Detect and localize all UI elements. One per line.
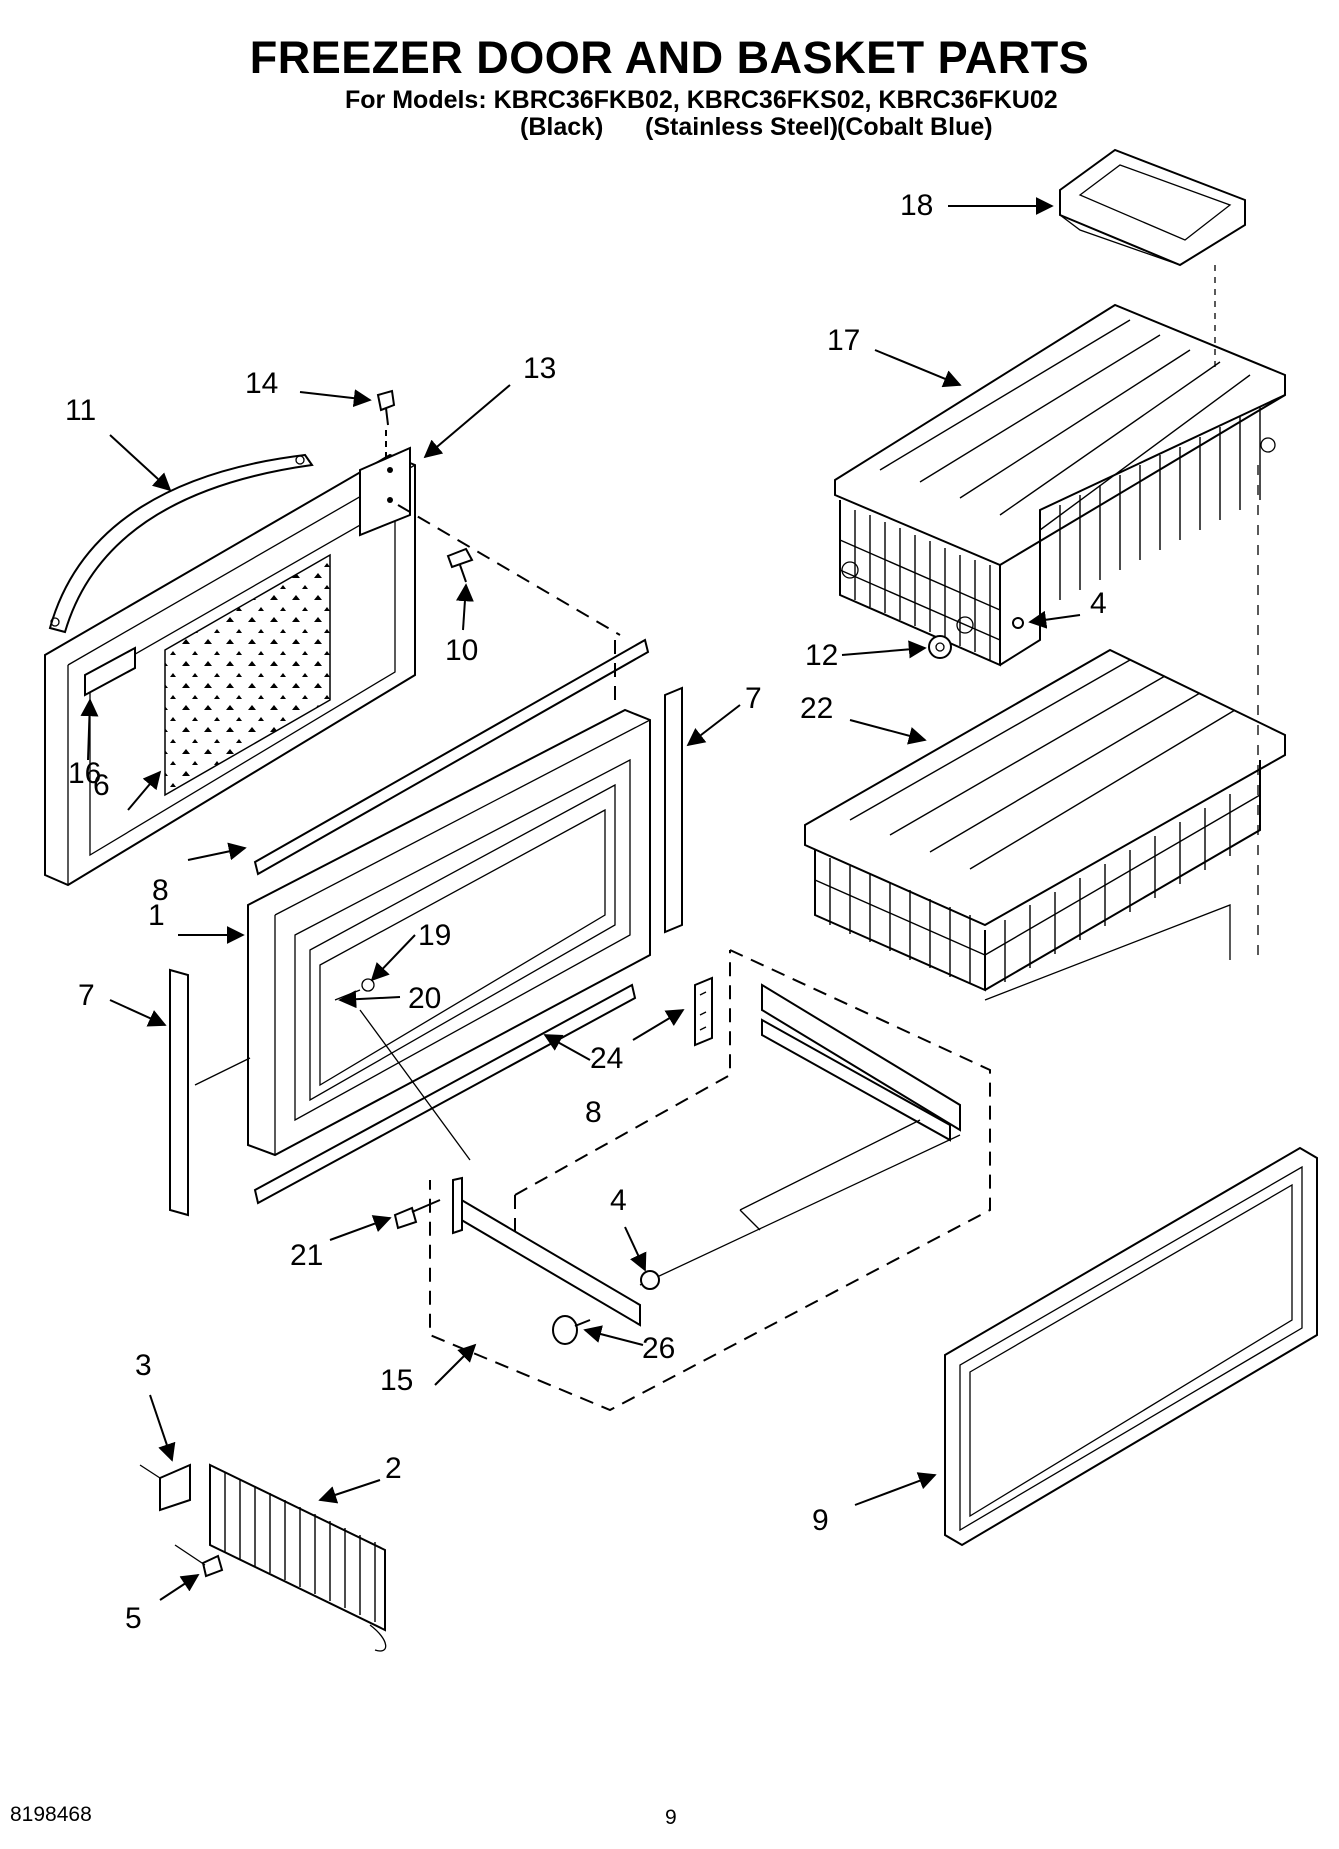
- part-12-roller: [928, 635, 952, 659]
- callout-26: 26: [642, 1332, 675, 1365]
- models-line: For Models: KBRC36FKB02, KBRC36FKS02, KB…: [345, 86, 1058, 114]
- callout-1: 1: [148, 899, 165, 932]
- callout-4-lower: 4: [610, 1184, 627, 1217]
- callout-9: 9: [812, 1504, 829, 1537]
- part-9-gasket: [944, 1146, 1318, 1547]
- callout-5: 5: [125, 1602, 142, 1635]
- callout-3: 3: [135, 1349, 152, 1382]
- callout-19: 19: [418, 919, 451, 952]
- color-label-stainless: (Stainless Steel): [645, 113, 839, 141]
- part-14-screw: [376, 389, 396, 460]
- part-3-bracket: [139, 1463, 191, 1512]
- callout-8-lower: 8: [585, 1096, 602, 1129]
- callout-7-left: 7: [78, 979, 95, 1012]
- part-7-strip-right: [664, 686, 683, 934]
- page-title: FREEZER DOOR AND BASKET PARTS: [249, 32, 1090, 83]
- callout-12: 12: [805, 639, 838, 672]
- part-18-bin: [1059, 148, 1246, 370]
- part-7-strip-left: [169, 968, 251, 1217]
- part-22-lower-basket: [804, 648, 1286, 1001]
- part-24-clip: [694, 976, 713, 1047]
- color-label-cobalt: (Cobalt Blue): [837, 113, 993, 141]
- callout-18: 18: [900, 189, 933, 222]
- callout-22: 22: [800, 692, 833, 725]
- color-label-black: (Black): [520, 113, 604, 141]
- part-5-screw: [174, 1544, 224, 1578]
- callout-21: 21: [290, 1239, 323, 1272]
- callout-labels: 1 2 3 4 4 5 6 7 7 8 8 9 10 11 12 13 14 1…: [65, 189, 1107, 1635]
- callout-7-right: 7: [745, 682, 762, 715]
- part-10-screw: [446, 547, 474, 583]
- callout-2: 2: [385, 1452, 402, 1485]
- part-8-trim-upper: [253, 638, 650, 876]
- part-2-divider: [209, 1463, 387, 1652]
- callout-17: 17: [827, 324, 860, 357]
- part-26-stop: [552, 1315, 591, 1345]
- callout-24: 24: [590, 1042, 623, 1075]
- callout-6: 6: [93, 769, 110, 802]
- callout-4-upper: 4: [1090, 587, 1107, 620]
- part-15-slide-rails: [452, 983, 961, 1327]
- callout-13: 13: [523, 352, 556, 385]
- callout-14: 14: [245, 367, 278, 400]
- part-21-screw: [393, 1199, 441, 1230]
- part-11-handle: [48, 453, 314, 634]
- callout-10: 10: [445, 634, 478, 667]
- callout-15: 15: [380, 1364, 413, 1397]
- document-number: 8198468: [10, 1803, 92, 1826]
- callout-8-upper: 8: [152, 874, 169, 907]
- callout-11: 11: [65, 394, 96, 427]
- callout-20: 20: [408, 982, 441, 1015]
- part-8-trim-lower: [253, 983, 637, 1205]
- page-number: 9: [665, 1806, 677, 1829]
- part-17-upper-basket: [834, 303, 1286, 960]
- callout-16: 16: [68, 757, 101, 790]
- assembly-guide-lines: [359, 504, 991, 1412]
- part-4-roller-upper: [1012, 617, 1024, 629]
- part-1-door-liner: [247, 708, 651, 1157]
- door-outer-panel: [44, 446, 416, 887]
- callout-arrows: [80, 197, 1081, 1601]
